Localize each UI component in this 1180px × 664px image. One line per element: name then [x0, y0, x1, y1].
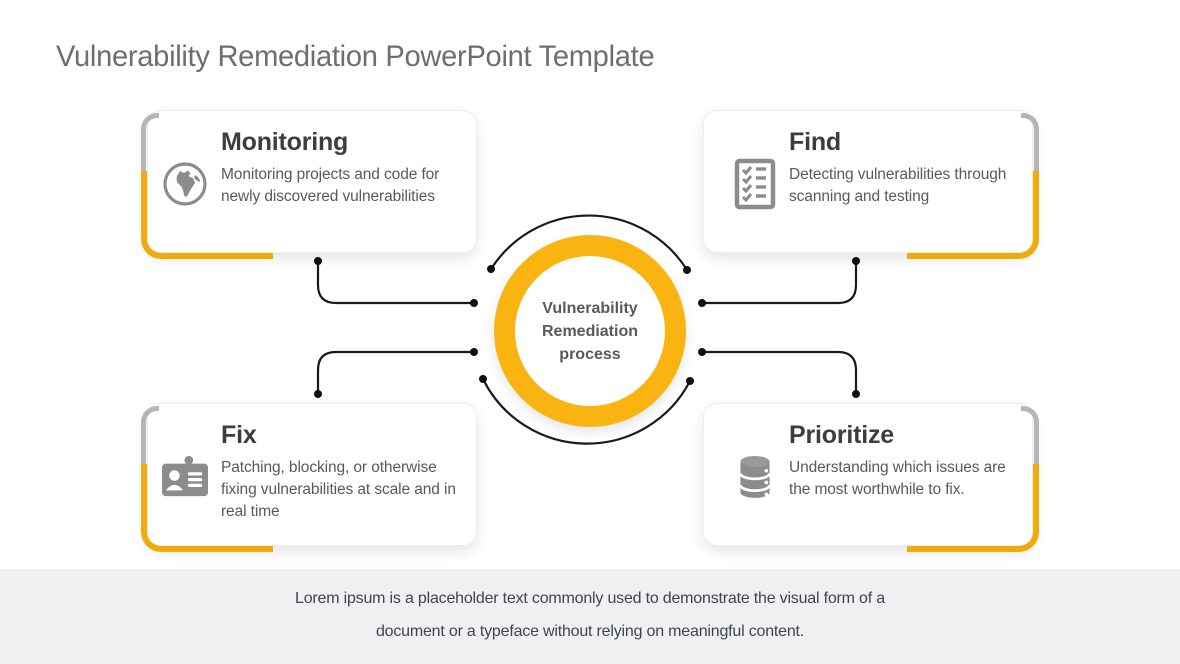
card-title: Monitoring — [221, 128, 349, 156]
process-circle-line: Remediation — [541, 322, 638, 340]
footer-text-line2: document or a typeface without relying o… — [375, 623, 805, 640]
card-title: Fix — [221, 421, 257, 449]
checklist-icon — [729, 157, 781, 211]
card-description: Monitoring projects and code for newly d… — [221, 166, 440, 206]
footer-text-line1: Lorem ipsum is a placeholder text common… — [295, 590, 885, 607]
id-badge-icon — [159, 450, 211, 504]
card-accent-yellow — [141, 171, 273, 259]
card-accent-yellow — [141, 464, 273, 552]
card-description: Patching, blocking, or otherwise fixing … — [221, 459, 456, 521]
process-circle: Vulnerability Remediation process — [494, 235, 686, 427]
process-circle-line: Vulnerability — [542, 299, 638, 317]
card-title: Prioritize — [789, 421, 894, 449]
card-accent-gray — [1021, 113, 1039, 175]
card-find: Find Detecting vulnerabilities through s… — [703, 110, 1039, 259]
card-accent-gray — [141, 406, 159, 468]
card-fix: Fix Patching, blocking, or otherwise fix… — [141, 403, 477, 552]
card-prioritize: Prioritize Understanding which issues ar… — [703, 403, 1039, 552]
database-icon — [729, 450, 781, 504]
card-accent-gray — [1021, 406, 1039, 468]
process-circle-line: process — [559, 345, 621, 363]
card-accent-yellow — [907, 464, 1039, 552]
card-accent-yellow — [907, 171, 1039, 259]
card-accent-gray — [141, 113, 159, 175]
card-monitoring: Monitoring Monitoring projects and code … — [141, 110, 477, 259]
globe-icon — [159, 157, 211, 211]
card-description: Detecting vulnerabilities through scanni… — [789, 166, 1007, 206]
slide-title: Vulnerability Remediation PowerPoint Tem… — [56, 40, 655, 73]
footer-band: Lorem ipsum is a placeholder text common… — [0, 569, 1180, 664]
card-title: Find — [789, 128, 841, 156]
card-description: Understanding which issues are the most … — [789, 459, 1006, 499]
process-circle-label: Vulnerability Remediation process — [542, 297, 638, 366]
